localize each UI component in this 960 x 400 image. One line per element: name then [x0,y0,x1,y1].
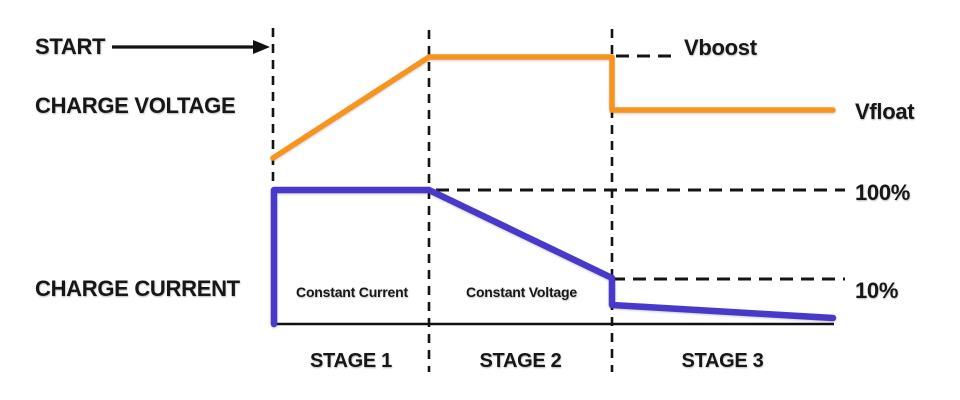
current-100pct-label: 100% [855,180,911,205]
current-10pct-label: 10% [855,278,899,303]
start-label: START [35,34,106,59]
constant-current-label: Constant Current [296,284,408,300]
vboost-level-label: Vboost [684,35,757,60]
charge-current-label: CHARGE CURRENT [35,276,240,301]
stage-2-label: STAGE 2 [479,350,562,372]
constant-voltage-label: Constant Voltage [466,284,577,300]
charge-voltage-label: CHARGE VOLTAGE [35,93,236,118]
vfloat-level-label: Vfloat [855,99,915,124]
start-arrow [112,40,270,54]
reference-lines [271,28,845,372]
stage-3-label: STAGE 3 [681,350,764,372]
stage-1-label: STAGE 1 [310,350,392,372]
series-lines [270,54,837,328]
